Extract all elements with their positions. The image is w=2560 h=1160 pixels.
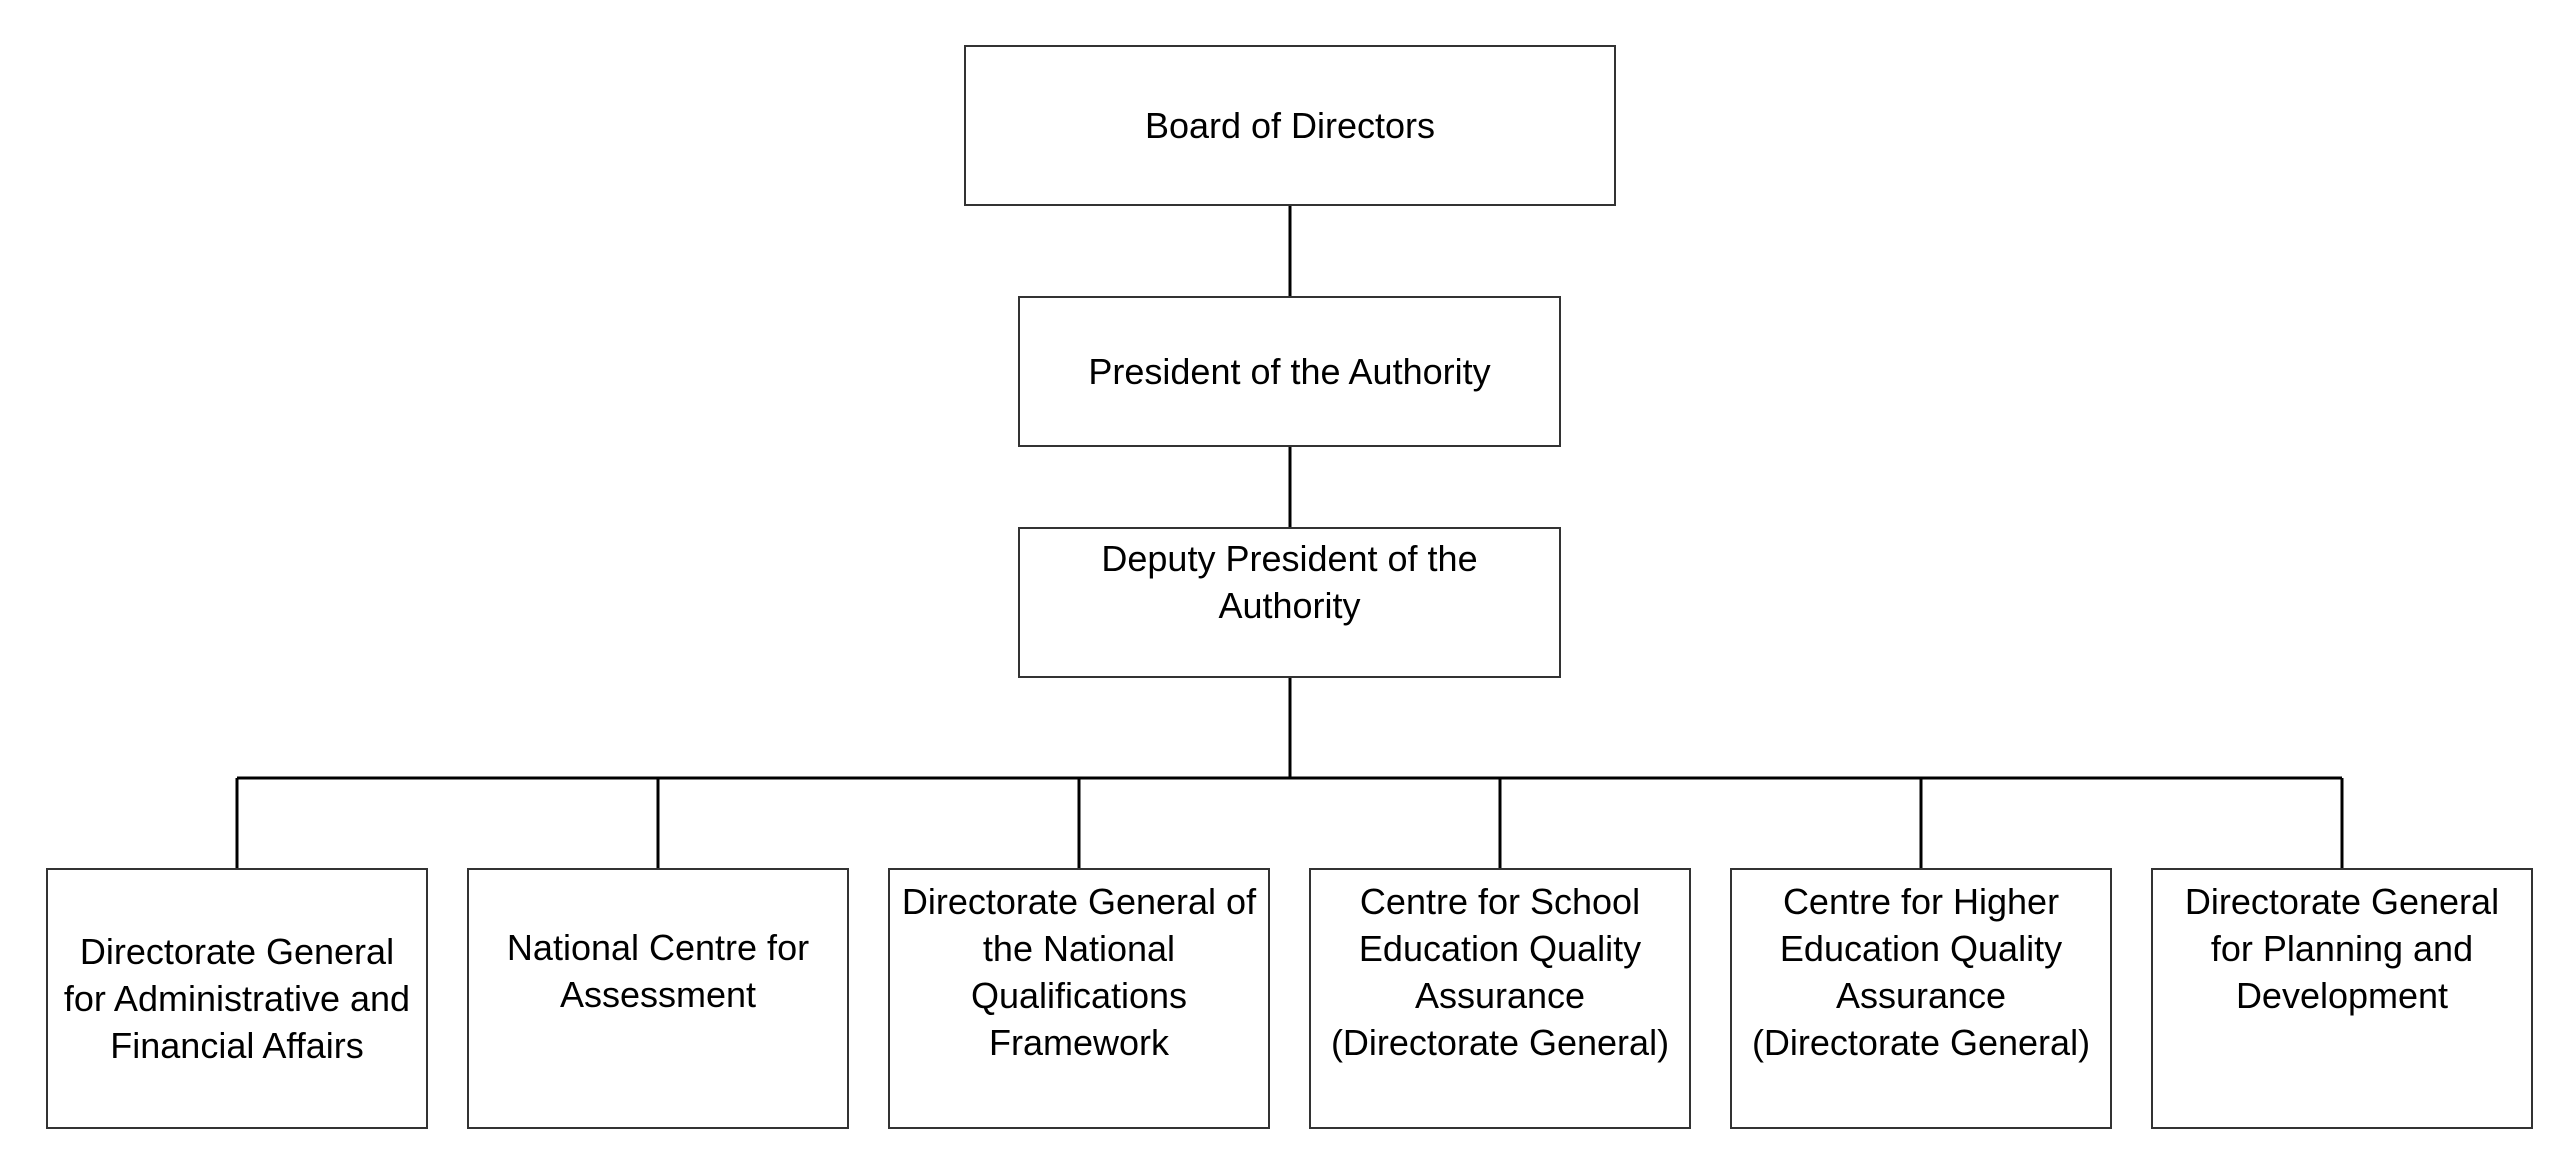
directorate-label-5: Centre for Higher Education Quality Assu… bbox=[1751, 881, 2091, 1063]
board-of-directors-box: Board of Directors bbox=[964, 45, 1616, 206]
deputy-president-label: Deputy President of the Authority bbox=[1101, 538, 1478, 626]
directorate-label-3: Directorate General of the National Qual… bbox=[901, 881, 1257, 1063]
president-box: President of the Authority bbox=[1018, 296, 1561, 447]
directorate-label-2: National Centre for Assessment bbox=[506, 927, 810, 1015]
president-label: President of the Authority bbox=[1088, 351, 1491, 392]
deputy-president-box: Deputy President of the Authority bbox=[1018, 527, 1561, 678]
directorate-box-6: Directorate General for Planning and Dev… bbox=[2151, 868, 2533, 1129]
directorate-label-6: Directorate General for Planning and Dev… bbox=[2184, 881, 2500, 1016]
directorate-box-4: Centre for School Education Quality Assu… bbox=[1309, 868, 1691, 1129]
directorate-label-1: Directorate General for Administrative a… bbox=[63, 931, 411, 1066]
directorate-box-1: Directorate General for Administrative a… bbox=[46, 868, 428, 1129]
directorate-box-5: Centre for Higher Education Quality Assu… bbox=[1730, 868, 2112, 1129]
directorate-label-4: Centre for School Education Quality Assu… bbox=[1330, 881, 1670, 1063]
board-of-directors-label: Board of Directors bbox=[1144, 105, 1436, 146]
directorate-box-3: Directorate General of the National Qual… bbox=[888, 868, 1270, 1129]
directorate-box-2: National Centre for Assessment bbox=[467, 868, 849, 1129]
